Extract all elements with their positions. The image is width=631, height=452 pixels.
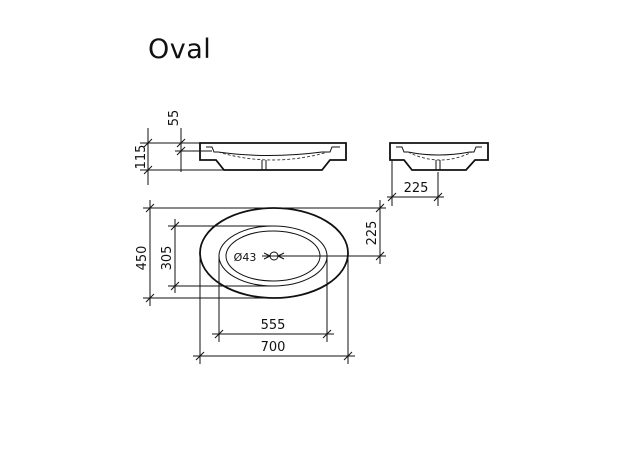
outer-rim-ellipse — [199, 207, 349, 299]
side-profile-hidden-line — [217, 151, 329, 161]
dim-outer-length: 700 — [261, 340, 286, 355]
dim-half-height: 225 — [365, 221, 380, 246]
top-plan-view — [143, 200, 386, 364]
end-profile-view — [387, 142, 489, 206]
dim-inner-length: 555 — [261, 318, 286, 333]
dim-drain-diameter: Ø43 — [234, 251, 257, 264]
page-title: Oval — [148, 34, 212, 65]
dim-end-width: 225 — [404, 181, 429, 196]
end-profile-bowl — [396, 146, 482, 156]
side-profile-bowl — [206, 146, 340, 156]
end-profile-hidden-line — [407, 151, 473, 161]
side-profile-outline — [199, 142, 347, 171]
dim-side-total-height: 115 — [134, 145, 149, 170]
dim-outer-height: 450 — [135, 246, 150, 271]
end-profile-outline — [389, 142, 489, 171]
side-profile-view — [140, 128, 347, 185]
dim-side-top-depth: 55 — [167, 110, 182, 127]
dim-inner-height: 305 — [160, 246, 175, 271]
